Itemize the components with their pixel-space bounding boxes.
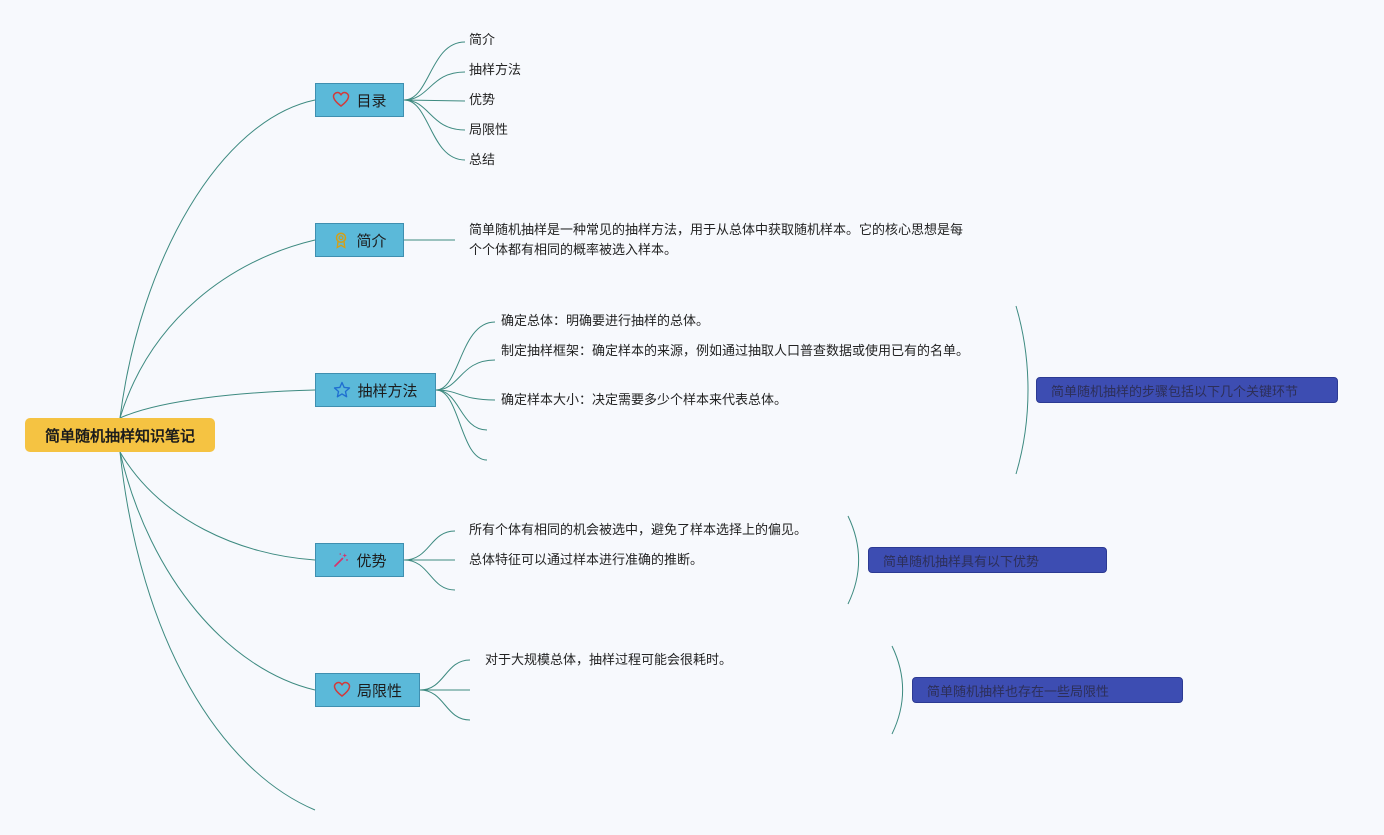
link-method-3 [435, 389, 496, 401]
link-adv-3 [403, 559, 456, 591]
link-toc-2 [403, 71, 466, 101]
method-item-2[interactable]: 制定抽样框架：确定样本的来源，例如通过抽取人口普查数据或使用已有的名单。 [501, 344, 970, 359]
branch-toc-label: 目录 [356, 91, 387, 110]
toc-item-2[interactable]: 抽样方法 [469, 63, 522, 78]
advantages-summary[interactable]: 简单随机抽样具有以下优势 [868, 547, 1107, 573]
link-lim-3 [419, 689, 471, 721]
toc-item-5[interactable]: 总结 [469, 153, 496, 168]
branch-advantages[interactable]: 优势 [315, 543, 404, 577]
link-method-1 [435, 321, 496, 391]
method-summary[interactable]: 简单随机抽样的步骤包括以下几个关键环节 [1036, 377, 1338, 403]
branch-method[interactable]: 抽样方法 [315, 373, 436, 407]
magic-wand-icon [332, 551, 350, 569]
limitations-item-1[interactable]: 对于大规模总体，抽样过程可能会很耗时。 [485, 653, 733, 668]
branch-limitations-label: 局限性 [356, 681, 402, 700]
link-root-limitations [119, 451, 316, 691]
link-toc-4 [403, 99, 466, 131]
heart-icon [333, 681, 351, 699]
link-adv-1 [403, 530, 456, 561]
branch-limitations[interactable]: 局限性 [315, 673, 420, 707]
root-topic[interactable]: 简单随机抽样知识笔记 [25, 418, 215, 452]
intro-text[interactable]: 简单随机抽样是一种常见的抽样方法，用于从总体中获取随机样本。它的核心思想是每个个… [469, 223, 964, 258]
bracket-method [1015, 305, 1029, 475]
method-item-3[interactable]: 确定样本大小：决定需要多少个样本来代表总体。 [501, 393, 788, 408]
branch-intro-label: 简介 [356, 231, 387, 250]
root-title: 简单随机抽样知识笔记 [44, 426, 195, 445]
limitations-summary[interactable]: 简单随机抽样也存在一些局限性 [912, 677, 1183, 703]
branch-method-label: 抽样方法 [357, 381, 418, 400]
link-root-summary [119, 451, 316, 811]
toc-item-1[interactable]: 简介 [469, 33, 496, 48]
link-lim-1 [419, 659, 471, 691]
link-toc-1 [403, 41, 466, 101]
link-method-5 [435, 389, 488, 461]
link-root-intro [119, 239, 316, 419]
bracket-limitations [891, 645, 903, 735]
bracket-advantages [847, 515, 859, 605]
branch-toc[interactable]: 目录 [315, 83, 404, 117]
link-root-toc [119, 99, 316, 419]
link-method-2 [435, 359, 496, 391]
toc-item-3[interactable]: 优势 [469, 93, 496, 108]
advantages-item-2[interactable]: 总体特征可以通过样本进行准确的推断。 [469, 553, 704, 568]
link-toc-5 [403, 99, 466, 161]
star-icon [333, 381, 351, 399]
branch-intro[interactable]: 简介 [315, 223, 404, 257]
link-toc-3 [403, 99, 466, 102]
branch-advantages-label: 优势 [356, 551, 387, 570]
method-item-1[interactable]: 确定总体：明确要进行抽样的总体。 [501, 314, 710, 329]
advantages-item-1[interactable]: 所有个体有相同的机会被选中，避免了样本选择上的偏见。 [469, 523, 808, 538]
link-root-advantages [119, 451, 316, 561]
link-root-method [119, 389, 316, 419]
heart-icon [332, 91, 350, 109]
award-icon [332, 231, 350, 249]
link-method-4 [435, 389, 488, 431]
toc-item-4[interactable]: 局限性 [469, 123, 509, 138]
